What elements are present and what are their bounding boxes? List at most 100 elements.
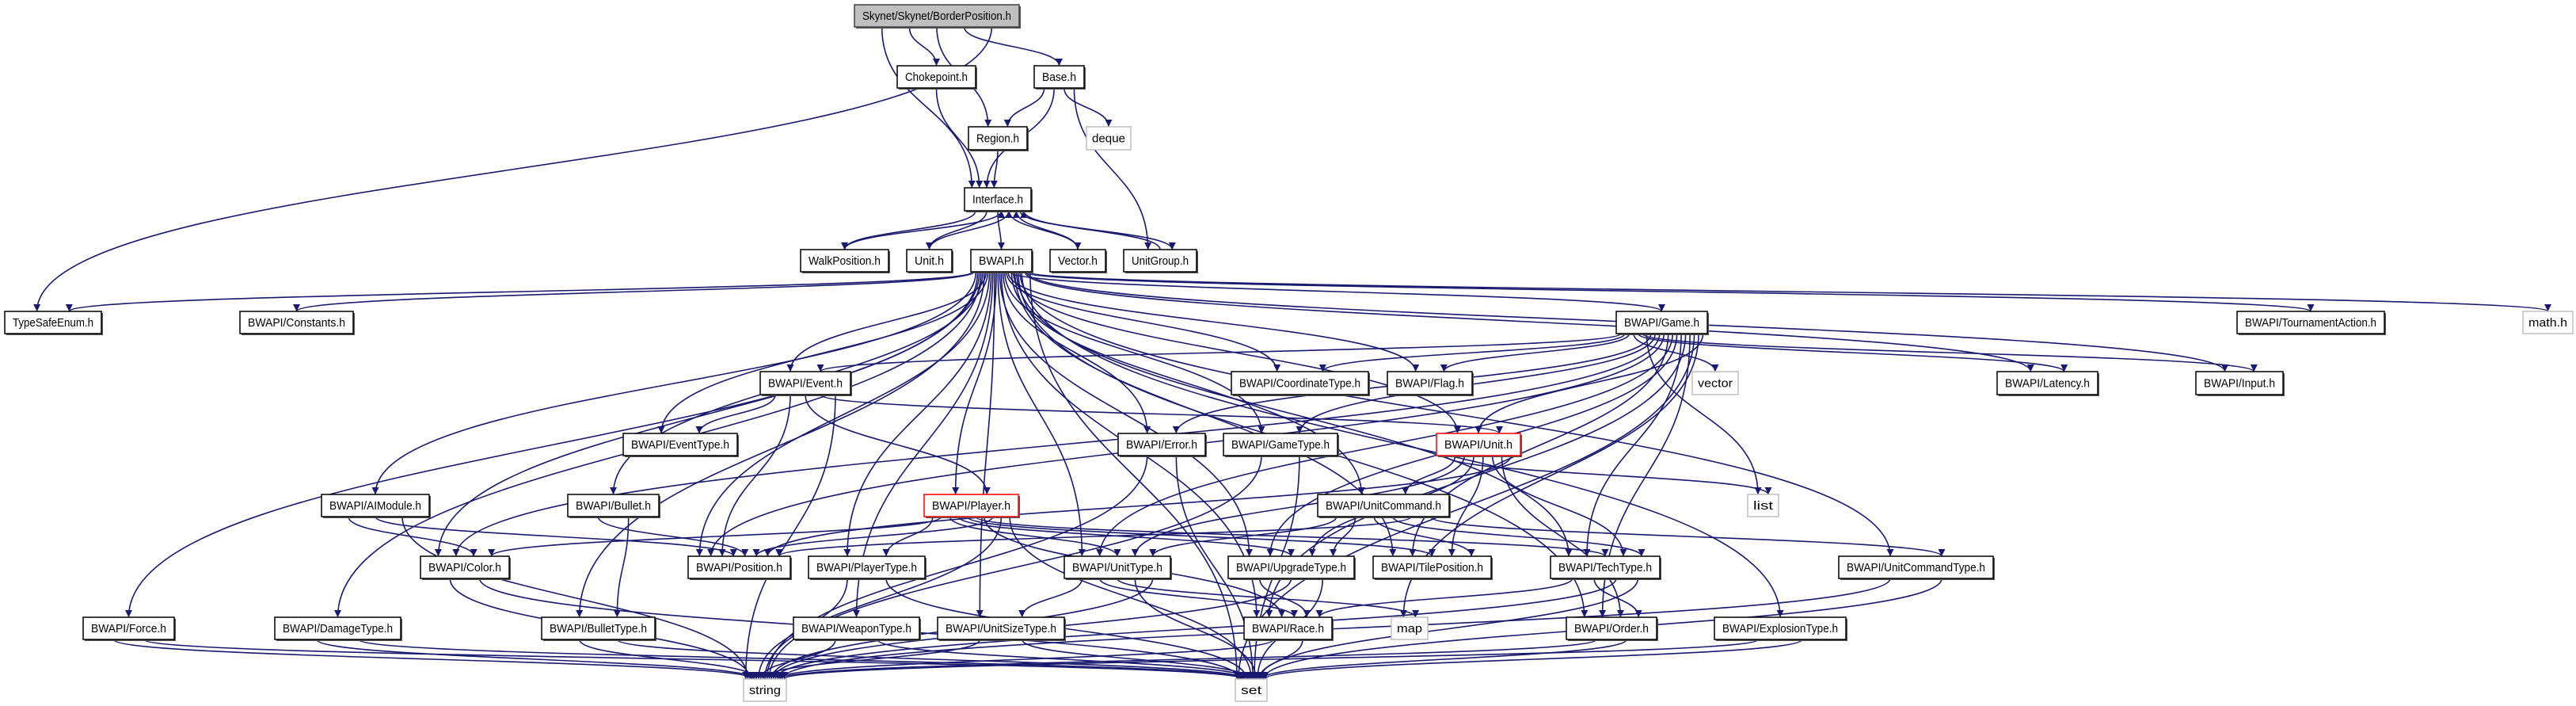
node-color[interactable]: BWAPI/Color.h: [420, 555, 511, 580]
edge-upgradetype-to-race: [1258, 578, 1311, 618]
node-label: deque: [1092, 132, 1125, 146]
node-flag[interactable]: BWAPI/Flag.h: [1387, 371, 1474, 396]
node-eventtype[interactable]: BWAPI/EventType.h: [622, 433, 739, 457]
edge-bunit-to-unitcommand: [1402, 455, 1456, 495]
node-force[interactable]: BWAPI/Force.h: [82, 616, 176, 641]
node-vector_h[interactable]: Vector.h: [1049, 249, 1107, 273]
node-label: BWAPI/UnitSizeType.h: [946, 622, 1056, 635]
node-label: BWAPI/Latency.h: [2005, 377, 2090, 391]
node-label: BWAPI/EventType.h: [631, 438, 729, 452]
node-bullet[interactable]: BWAPI/Bullet.h: [567, 494, 660, 518]
edge-aimodule-to-position: [375, 516, 737, 557]
edge-bunit-to-unittype: [1131, 455, 1466, 557]
edge-unitcommand-to-position: [775, 516, 1413, 557]
node-base[interactable]: Base.h: [1033, 65, 1086, 90]
node-unittype[interactable]: BWAPI/UnitType.h: [1064, 555, 1172, 580]
node-chokepoint[interactable]: Chokepoint.h: [896, 65, 977, 90]
edge-player-to-playertype: [882, 516, 934, 557]
edge-error-to-string: [763, 455, 1148, 680]
node-bullettype[interactable]: BWAPI/BulletType.h: [541, 616, 656, 641]
node-label: BWAPI/CoordinateType.h: [1239, 377, 1360, 391]
edge-unitcommand-to-unittype: [1149, 516, 1337, 557]
edge-unittype-to-map: [1117, 578, 1420, 618]
node-box: [239, 311, 354, 334]
node-box: [759, 371, 851, 395]
node-bwapi[interactable]: BWAPI.h: [970, 249, 1033, 273]
edge-game-to-unittype: [1096, 333, 1673, 557]
node-box: [1086, 126, 1132, 151]
edge-order-to-set: [1258, 639, 1627, 680]
edge-game-to-vector: [1633, 333, 1719, 372]
node-latency[interactable]: BWAPI/Latency.h: [1996, 371, 2099, 396]
node-unitsizetype[interactable]: BWAPI/UnitSizeType.h: [937, 616, 1066, 641]
edge-vector_h-to-interface: [1012, 210, 1079, 250]
node-input[interactable]: BWAPI/Input.h: [2195, 371, 2285, 396]
edge-techtype-to-race: [1315, 578, 1573, 618]
node-box: [1123, 249, 1197, 273]
edge-game-to-flag: [1440, 333, 1630, 372]
edge-bunit-to-order: [1501, 455, 1624, 618]
node-box: [906, 249, 953, 273]
node-unitgroup[interactable]: UnitGroup.h: [1123, 249, 1198, 273]
edge-explosiontype-to-string: [781, 639, 1760, 680]
node-label: map: [1397, 622, 1422, 635]
edge-player-to-unittype: [949, 516, 1121, 557]
node-string: string: [743, 678, 787, 702]
node-player[interactable]: BWAPI/Player.h: [923, 494, 1020, 518]
node-map: map: [1391, 616, 1429, 640]
edge-game-to-latency: [1637, 333, 2068, 372]
node-box: [964, 187, 1032, 212]
node-game[interactable]: BWAPI/Game.h: [1615, 311, 1709, 335]
node-label: BWAPI/ExplosionType.h: [1722, 622, 1838, 635]
node-label: BWAPI/UnitCommand.h: [1326, 499, 1441, 513]
node-order[interactable]: BWAPI/Order.h: [1566, 616, 1658, 641]
edge-base-to-deque: [1064, 87, 1113, 128]
node-unitcommand[interactable]: BWAPI/UnitCommand.h: [1317, 494, 1451, 518]
edge-game-to-set: [1235, 333, 1695, 680]
node-typesafe[interactable]: TypeSafeEnum.h: [4, 311, 103, 335]
node-label: BWAPI/Flag.h: [1395, 377, 1464, 391]
node-label: BWAPI/Bullet.h: [576, 499, 651, 513]
node-label: BWAPI/TilePosition.h: [1381, 561, 1483, 574]
edge-event-to-player: [805, 394, 991, 495]
node-unith[interactable]: Unit.h: [906, 249, 953, 273]
node-box: [854, 4, 1020, 28]
node-label: BWAPI/BulletType.h: [550, 622, 647, 635]
node-upgradetype[interactable]: BWAPI/UpgradeType.h: [1227, 555, 1356, 580]
node-position[interactable]: BWAPI/Position.h: [687, 555, 792, 580]
node-math: math.h: [2522, 311, 2574, 334]
node-walkpos[interactable]: WalkPosition.h: [800, 249, 890, 273]
edge-layer: [33, 26, 2551, 680]
node-tournament[interactable]: BWAPI/TournamentAction.h: [2236, 311, 2386, 335]
node-region[interactable]: Region.h: [968, 126, 1029, 151]
node-event[interactable]: BWAPI/Event.h: [759, 371, 852, 396]
node-set: set: [1235, 678, 1268, 702]
node-label: BWAPI/Event.h: [768, 377, 843, 391]
edge-bwapi-to-eventtype: [657, 271, 989, 434]
node-label: BWAPI/UpgradeType.h: [1236, 561, 1346, 574]
node-race[interactable]: BWAPI/Race.h: [1243, 616, 1334, 641]
node-techtype[interactable]: BWAPI/TechType.h: [1550, 555, 1661, 580]
node-damagetype[interactable]: BWAPI/DamageType.h: [274, 616, 402, 641]
node-tileposition[interactable]: BWAPI/TilePosition.h: [1372, 555, 1493, 580]
node-gametype[interactable]: BWAPI/GameType.h: [1223, 433, 1339, 457]
node-label: BWAPI/Force.h: [91, 622, 166, 635]
node-box: [1436, 433, 1521, 456]
node-unitcommandtype[interactable]: BWAPI/UnitCommandType.h: [1838, 555, 1995, 580]
node-box: [1223, 433, 1338, 456]
node-label: BWAPI/Game.h: [1624, 316, 1699, 330]
node-explosiontype[interactable]: BWAPI/ExplosionType.h: [1714, 616, 1847, 641]
node-playertype[interactable]: BWAPI/PlayerType.h: [808, 555, 927, 580]
node-layer: Skynet/Skynet/BorderPosition.hChokepoint…: [4, 4, 2574, 702]
node-weapontype[interactable]: BWAPI/WeaponType.h: [793, 616, 921, 641]
node-label: BWAPI/Order.h: [1574, 622, 1649, 635]
node-coordtype[interactable]: BWAPI/CoordinateType.h: [1231, 371, 1370, 396]
node-interface[interactable]: Interface.h: [964, 187, 1033, 212]
node-error[interactable]: BWAPI/Error.h: [1117, 433, 1207, 457]
node-aimodule[interactable]: BWAPI/AIModule.h: [321, 494, 431, 518]
node-root[interactable]: Skynet/Skynet/BorderPosition.h: [854, 4, 1021, 29]
node-bunit[interactable]: BWAPI/Unit.h: [1436, 433, 1522, 457]
node-label: BWAPI/DamageType.h: [283, 622, 393, 635]
edge-bwapi-to-techtype: [1015, 271, 1573, 557]
node-constants[interactable]: BWAPI/Constants.h: [239, 311, 355, 335]
